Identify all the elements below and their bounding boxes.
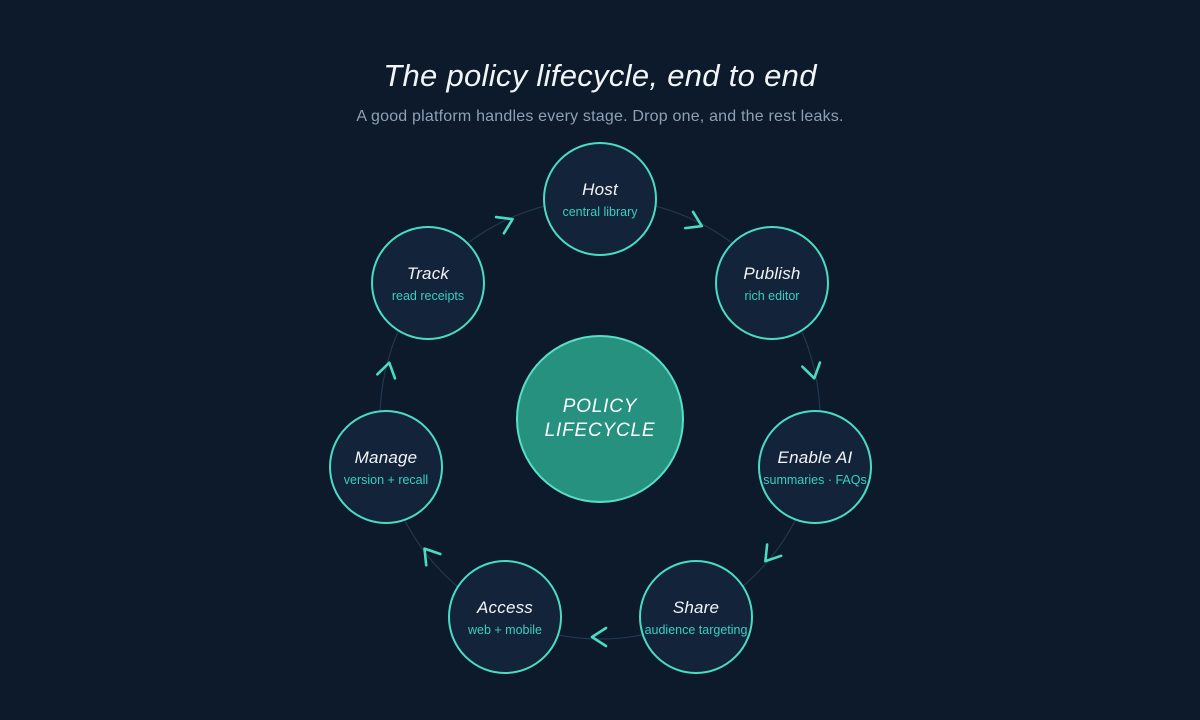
cw-arrow-icon — [376, 361, 397, 380]
node-subtitle: read receipts — [391, 288, 465, 303]
lifecycle-node-host: Host central library — [543, 142, 657, 256]
node-title: Share — [672, 597, 720, 617]
node-subtitle: central library — [562, 204, 638, 219]
cw-arrow-icon — [801, 361, 822, 380]
node-title: Manage — [354, 447, 418, 467]
center-label-line2: LIFECYCLE — [544, 420, 656, 441]
node-title: Publish — [743, 263, 801, 283]
cw-arrow-icon — [683, 210, 704, 230]
node-title: Access — [477, 597, 533, 617]
node-subtitle: rich editor — [744, 288, 800, 303]
cw-arrow-icon — [423, 547, 442, 567]
node-subtitle: audience targeting — [644, 622, 748, 637]
center-label-line1: POLICY — [562, 396, 638, 418]
node-title: Track — [406, 263, 450, 283]
node-title: Host — [582, 179, 618, 199]
lifecycle-node-share: Share audience targeting — [639, 560, 753, 674]
lifecycle-node-enable-ai: Enable AI summaries · FAQs — [758, 410, 872, 524]
node-subtitle: summaries · FAQs — [763, 472, 867, 487]
lifecycle-node-manage: Manage version + recall — [329, 410, 443, 524]
node-subtitle: version + recall — [343, 472, 429, 487]
center-hub: POLICY LIFECYCLE — [516, 335, 684, 503]
page-subtitle: A good platform handles every stage. Dro… — [356, 108, 844, 125]
cw-arrow-icon — [764, 543, 783, 563]
cw-arrow-icon — [590, 626, 608, 648]
node-title: Enable AI — [777, 447, 853, 467]
cw-arrow-icon — [494, 215, 514, 235]
node-subtitle: web + mobile — [468, 622, 542, 637]
page-title: The policy lifecycle, end to end — [383, 58, 817, 93]
header: The policy lifecycle, end to end A good … — [0, 58, 1200, 126]
lifecycle-node-track: Track read receipts — [371, 226, 485, 340]
lifecycle-node-access: Access web + mobile — [448, 560, 562, 674]
lifecycle-node-publish: Publish rich editor — [715, 226, 829, 340]
